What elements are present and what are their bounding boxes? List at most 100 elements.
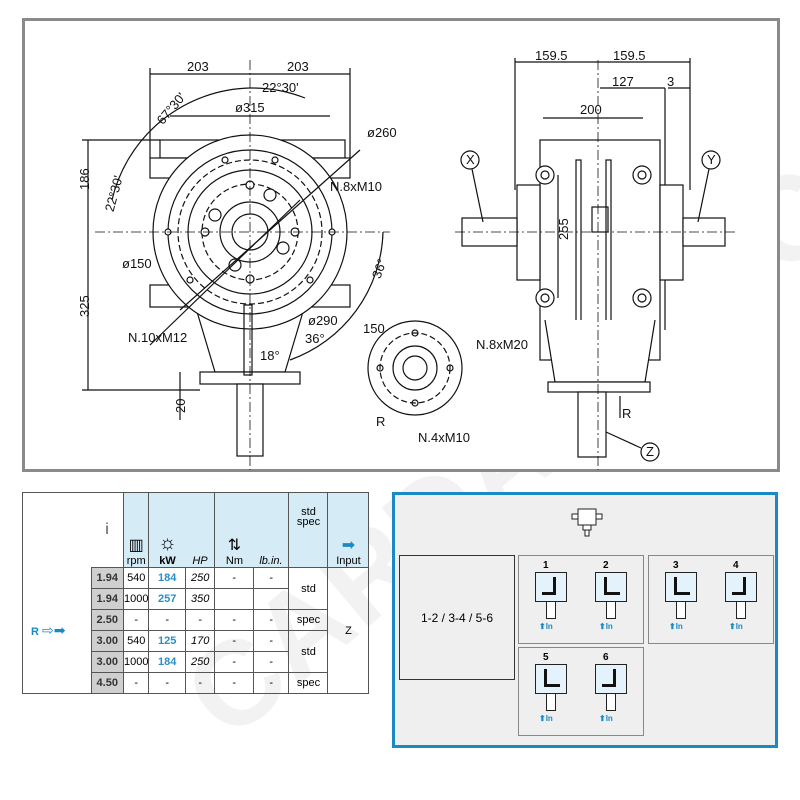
input-shaft-symbol xyxy=(546,693,556,711)
flange-holes: N.4xM10 xyxy=(418,430,470,445)
header-i: i xyxy=(91,492,124,568)
input-shaft-symbol xyxy=(736,601,746,619)
sun-icon: ☼ xyxy=(158,532,177,554)
input-arrow-label: ⬆In xyxy=(669,622,683,631)
config-number: 2 xyxy=(603,560,609,571)
config-option-5[interactable]: 5⬆In xyxy=(521,652,581,732)
kw: 184 xyxy=(148,567,186,589)
config-option-4[interactable]: 4⬆In xyxy=(711,560,771,640)
rpm: - xyxy=(122,609,150,631)
kw: - xyxy=(148,672,186,694)
header-std-spec: std spec xyxy=(288,492,329,568)
ratio: 2.50 xyxy=(90,609,124,631)
dim-holes-top: N.8xM10 xyxy=(330,179,382,194)
dim-d315: ø315 xyxy=(235,100,265,115)
ratio: 4.50 xyxy=(90,672,124,694)
hp: 170 xyxy=(184,630,216,652)
kw: 257 xyxy=(148,588,186,610)
shaft-y-label: Y xyxy=(707,152,716,167)
input-arrow-label: ⬆In xyxy=(539,714,553,723)
config-option-2[interactable]: 2⬆In xyxy=(581,560,641,640)
bevel-gear-icon xyxy=(604,577,620,595)
dim-h20: 20 xyxy=(173,399,188,413)
dim-angle-left: 67°30' xyxy=(154,90,189,128)
lbin: - xyxy=(252,567,290,589)
input-arrow-icon: ➡ xyxy=(341,537,356,554)
std-spec: std xyxy=(288,567,329,610)
gearbox-symbol xyxy=(665,572,697,602)
dim-d260: ø260 xyxy=(367,125,397,140)
dim-angle-36a: 36° xyxy=(305,331,325,346)
kw: - xyxy=(148,609,186,631)
side-dim-right: 159.5 xyxy=(613,48,646,63)
dim-h186: 186 xyxy=(77,168,92,190)
shaft-z-label: Z xyxy=(646,444,654,459)
config-group-5-6: 5⬆In 6 ⬆In xyxy=(518,647,644,736)
drawing-svg: 203 203 22°30' 67°30' ø315 ø260 N.8xM10 … xyxy=(77,48,735,470)
dim-width-left: 203 xyxy=(187,59,209,74)
config-label-box: 1-2 / 3-4 / 5-6 xyxy=(399,555,515,680)
hp: - xyxy=(184,609,216,631)
torque-icon: ⇅ xyxy=(227,537,242,554)
lbin: - xyxy=(252,651,290,673)
rpm: 540 xyxy=(122,567,150,589)
side-holes: N.8xM20 xyxy=(476,337,528,352)
side-dim-200: 200 xyxy=(580,102,602,117)
ratio: 1.94 xyxy=(90,567,124,589)
gearbox-symbol xyxy=(535,572,567,602)
nm: - xyxy=(214,609,254,631)
input-shaft-symbol xyxy=(606,693,616,711)
dim-angle-side: 22°30' xyxy=(102,174,126,213)
side-dim-left: 159.5 xyxy=(535,48,568,63)
table-row: R ⇨➡ 1.94 540 184 250 - - std Z xyxy=(22,567,370,694)
rpm: 540 xyxy=(122,630,150,652)
hp: 350 xyxy=(184,588,216,610)
config-number: 6 xyxy=(603,652,609,663)
lbin: - xyxy=(252,672,290,694)
nm: - xyxy=(214,672,254,694)
gearbox-icon xyxy=(571,508,603,537)
config-option-1[interactable]: 1⬆In xyxy=(521,560,581,640)
dim-d150: ø150 xyxy=(122,256,152,271)
bevel-gear-icon xyxy=(542,577,556,595)
dim-angle-36b: 36° xyxy=(369,257,390,281)
flange-view xyxy=(367,320,463,416)
gearbox-symbol xyxy=(595,664,627,694)
hp: - xyxy=(184,672,216,694)
side-dim-255: 255 xyxy=(556,218,571,240)
nm: - xyxy=(214,567,254,589)
std-spec: std xyxy=(288,630,329,673)
input-shaft-symbol xyxy=(546,601,556,619)
table-row: 4.50 - - - - - spec xyxy=(23,672,369,694)
flange-r-label: R xyxy=(376,414,385,429)
lbin: - xyxy=(252,588,290,610)
dim-holes-bottom: N.10xM12 xyxy=(128,330,187,345)
bevel-gear-icon xyxy=(602,669,616,687)
header-hp: HP xyxy=(185,492,216,568)
nm: - xyxy=(214,630,254,652)
bevel-gear-icon xyxy=(732,577,746,595)
dim-d290: ø290 xyxy=(308,313,338,328)
config-option-6[interactable]: 6 ⬆In xyxy=(581,652,641,732)
header-nm: ⇅Nm xyxy=(214,492,254,568)
input-arrow-label: ⬆In xyxy=(599,714,613,723)
hp: 250 xyxy=(184,567,216,589)
front-view xyxy=(82,60,390,470)
std-spec: spec xyxy=(288,672,329,694)
nm: - xyxy=(214,588,254,610)
ratio: 3.00 xyxy=(90,651,124,673)
config-number: 3 xyxy=(673,560,679,571)
table-row: 3.00 1000 184 250 - - xyxy=(23,651,369,673)
dim-angle-top: 22°30' xyxy=(262,80,299,95)
side-dim-127: 127 xyxy=(612,74,634,89)
rpm: 1000 xyxy=(122,651,150,673)
table-row: 3.00 540 125 170 - - std xyxy=(23,630,369,673)
config-option-3[interactable]: 3 ⬆In xyxy=(651,560,711,640)
header-input: ➡Input xyxy=(327,492,370,568)
side-view xyxy=(455,58,735,470)
dim-angle-18: 18° xyxy=(260,348,280,363)
rpm: - xyxy=(122,672,150,694)
